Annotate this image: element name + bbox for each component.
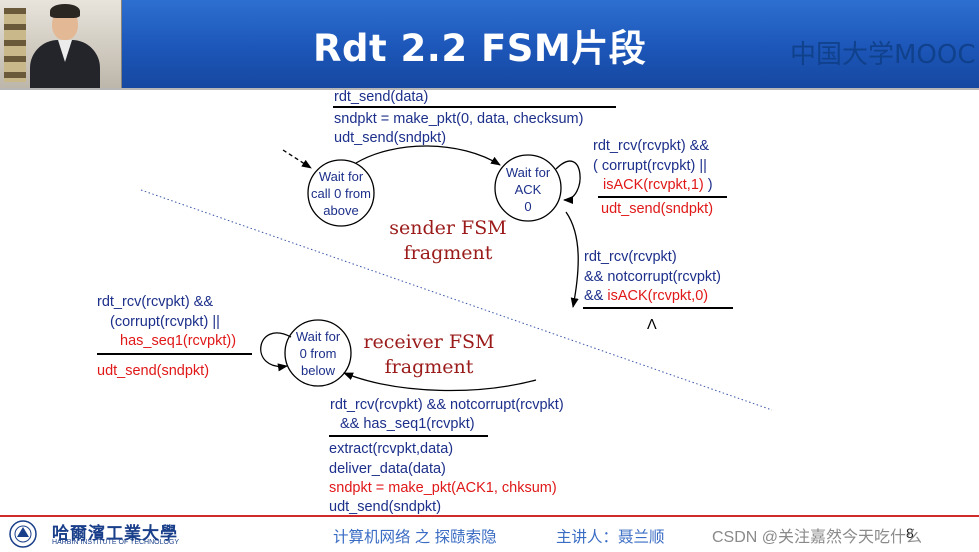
slide-title: Rdt 2.2 FSM片段: [313, 27, 647, 70]
csdn-watermark: CSDN @关注嘉然今天吃什么: [712, 529, 923, 546]
sender-exit-event-2: && notcorrupt(rcvpkt): [584, 269, 721, 285]
receiver-loop-event-2: (corrupt(rcvpkt) ||: [110, 314, 220, 330]
lecturer-name: 主讲人：聂兰顺: [556, 529, 665, 546]
state-text: call 0 from: [311, 186, 371, 201]
sender-exit-event-1: rdt_rcv(rcvpkt): [584, 249, 677, 265]
receiver-recv-event-2: && has_seq1(rcvpkt): [340, 416, 475, 432]
state-text: 0 from: [299, 346, 337, 361]
sender-send-action-2: udt_send(sndpkt): [334, 130, 447, 146]
sender-send-event: rdt_send(data): [334, 89, 429, 105]
course-title: 计算机网络 之 探赜索隐: [333, 529, 497, 546]
state-text: Wait for: [505, 165, 551, 180]
fragment-text: fragment: [384, 356, 474, 378]
presenter-hair: [50, 4, 80, 18]
receiver-recv-action-4: udt_send(sndpkt): [329, 499, 442, 515]
sender-exit-isack: isACK(rcvpkt,0): [607, 288, 709, 304]
receiver-recv-action-2: deliver_data(data): [329, 461, 446, 477]
sender-exit-action: Λ: [647, 317, 657, 333]
receiver-recv-event-1: rdt_rcv(rcvpkt) && notcorrupt(rcvpkt): [330, 397, 564, 413]
state-text: 0: [524, 199, 532, 214]
fragment-text: fragment: [403, 242, 493, 264]
sender-exit-event-3: && isACK(rcvpkt,0): [584, 287, 708, 305]
arrow-receiver-selfloop: [260, 332, 292, 372]
sender-loop-paren: ): [707, 177, 713, 193]
receiver-loop-action: udt_send(sndpkt): [97, 363, 210, 379]
state-text: Wait for: [318, 169, 364, 184]
title-divider: [0, 88, 979, 90]
mooc-logo: 中国大学MOOC: [790, 40, 976, 70]
sender-send-action-1: sndpkt = make_pkt(0, data, checksum): [334, 111, 584, 127]
state-text: ACK: [514, 182, 542, 197]
receiver-loop-event-1: rdt_rcv(rcvpkt) &&: [97, 294, 214, 310]
bookshelf: [4, 8, 26, 82]
sender-loop-event-2: ( corrupt(rcvpkt) ||: [593, 158, 707, 174]
state-wait-call0-label: Wait for call 0 from above: [303, 168, 379, 219]
state-wait0-label: Wait for 0 from below: [282, 328, 354, 379]
state-text: below: [301, 363, 335, 378]
sender-exit-and: &&: [584, 288, 608, 304]
title-bar: [0, 0, 979, 88]
university-seal-icon: [9, 520, 37, 548]
state-wait0-circle: [284, 319, 352, 387]
state-text: above: [323, 203, 359, 218]
arrow-ack0-exit: [565, 211, 579, 308]
initial-arrow: [282, 149, 312, 169]
fragment-text: receiver FSM: [363, 331, 495, 353]
sender-loop-action: udt_send(sndpkt): [601, 201, 714, 217]
state-wait-ack0-circle: [494, 154, 562, 222]
receiver-loop-event-3: has_seq1(rcvpkt)): [120, 333, 237, 349]
divider-dotted-line: [140, 189, 773, 411]
state-text: Wait for: [295, 329, 341, 344]
arrow-ack0-selfloop: [555, 160, 581, 204]
sender-loop-isack: isACK(rcvpkt,1): [603, 177, 704, 193]
university-name-cn: 哈爾濱工業大學: [52, 524, 178, 544]
slide-footer: 哈爾濱工業大學 HARBIN INSTITUTE OF TECHNOLOGY 计…: [0, 515, 979, 552]
sender-fragment-label: sender FSM fragment: [380, 216, 516, 266]
receiver-recv-action-1: extract(rcvpkt,data): [329, 441, 454, 457]
sender-loop-event-3: isACK(rcvpkt,1) ): [603, 176, 713, 194]
receiver-recv-action-3: sndpkt = make_pkt(ACK1, chksum): [329, 480, 557, 496]
arrow-receiver-in: [343, 372, 537, 392]
state-wait-ack0-label: Wait for ACK 0: [492, 164, 564, 215]
receiver-fragment-label: receiver FSM fragment: [355, 330, 503, 380]
sender-loop-event-1: rdt_rcv(rcvpkt) &&: [593, 138, 710, 154]
fragment-text: sender FSM: [389, 217, 507, 239]
presenter-video: [0, 0, 122, 88]
arrow-send: [355, 145, 501, 166]
university-name-en: HARBIN INSTITUTE OF TECHNOLOGY: [52, 539, 180, 546]
state-wait-call0-circle: [307, 159, 375, 227]
page-number: 8: [906, 525, 914, 541]
